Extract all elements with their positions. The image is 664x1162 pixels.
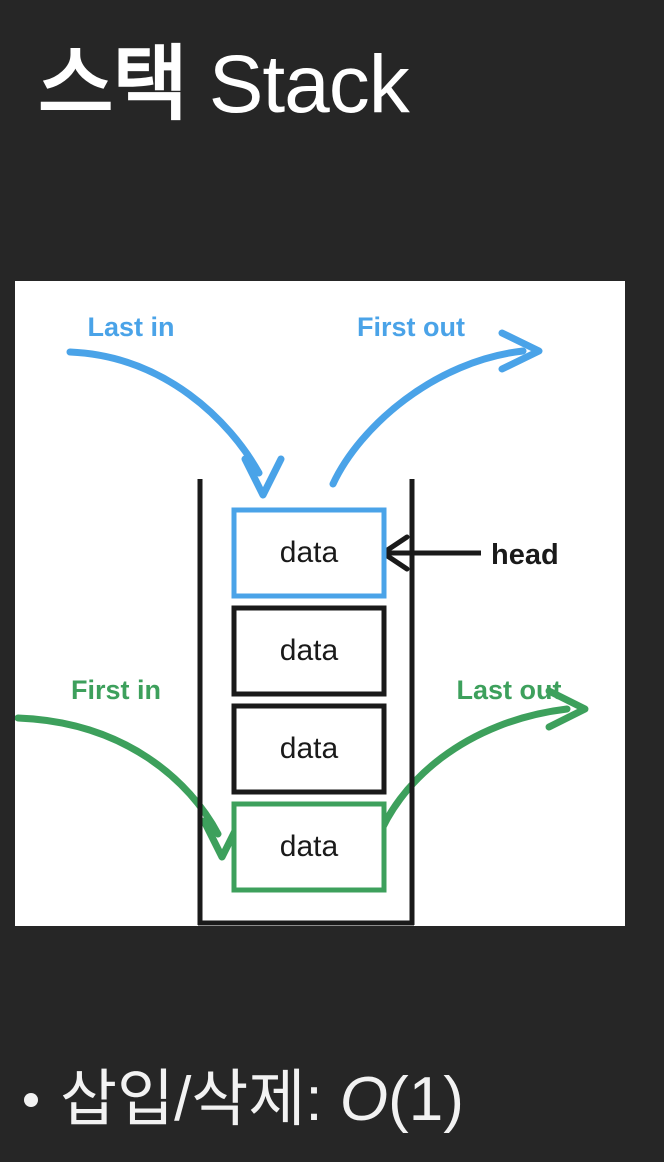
bullet-dot-icon — [24, 1093, 38, 1107]
page-title: 스택 Stack — [38, 26, 638, 146]
data-box-bottom[interactable]: data — [231, 801, 387, 893]
data-box-second-label: data — [280, 634, 339, 667]
stack-diagram-panel: data data data data Last in First out Fi… — [15, 281, 625, 926]
complexity-arg: (1) — [388, 1065, 464, 1134]
bullet-prefix: 삽입/삭제: — [60, 1065, 340, 1134]
data-box-top[interactable]: data — [231, 507, 387, 599]
bullet-list-item: 삽입/삭제: O(1) — [24, 1052, 644, 1148]
label-head: head — [491, 539, 559, 571]
stack-diagram-svg: data data data data Last in First out Fi… — [15, 312, 589, 926]
label-first-in: First in — [71, 675, 161, 705]
last-in-arrow — [66, 348, 285, 499]
title-english: Stack — [208, 39, 410, 130]
first-out-arrow — [329, 329, 543, 488]
first-in-arrow — [15, 714, 244, 861]
data-box-top-label: data — [280, 536, 339, 569]
label-last-in: Last in — [87, 312, 174, 342]
data-box-second[interactable]: data — [231, 605, 387, 697]
data-box-bottom-label: data — [280, 830, 339, 863]
data-box-third-label: data — [280, 732, 339, 765]
last-out-arrow — [371, 687, 589, 850]
bullet-text: 삽입/삭제: O(1) — [60, 1062, 464, 1138]
label-last-out: Last out — [457, 675, 562, 705]
data-box-third[interactable]: data — [231, 703, 387, 795]
head-pointer-arrow — [380, 534, 481, 572]
title-korean: 스택 — [38, 39, 188, 130]
label-first-out: First out — [357, 312, 465, 342]
complexity-symbol: O — [339, 1065, 389, 1134]
